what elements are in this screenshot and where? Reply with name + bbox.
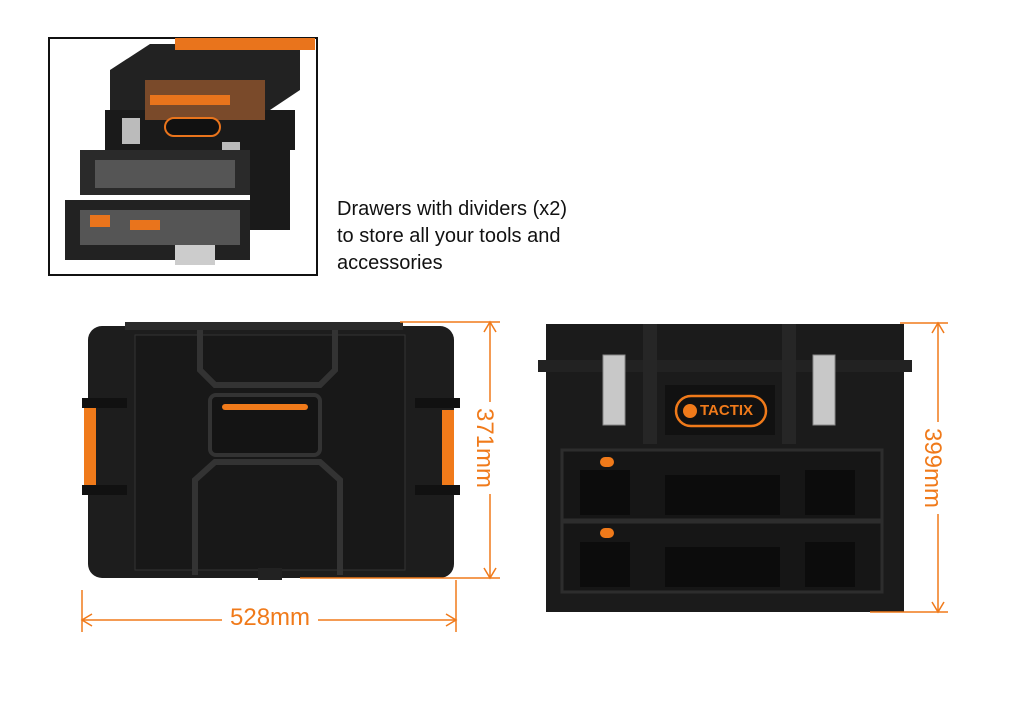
drawers-caption: Drawers with dividers (x2) to store all … xyxy=(337,196,567,277)
open-toolbox-photo xyxy=(48,37,318,276)
toolbox-front-view xyxy=(538,324,912,612)
height-closed-dimension-label: 371mm xyxy=(470,401,499,495)
caption-line: to store all your tools and xyxy=(337,225,561,247)
caption-line: accessories xyxy=(337,252,443,274)
caption-line: Drawers with dividers (x2) xyxy=(337,198,568,220)
width-dimension-label: 528mm xyxy=(222,604,319,632)
toolbox-top-view xyxy=(82,322,460,580)
height-front-dimension-label: 399mm xyxy=(918,421,947,515)
brand-logo: TACTIX xyxy=(700,402,754,419)
